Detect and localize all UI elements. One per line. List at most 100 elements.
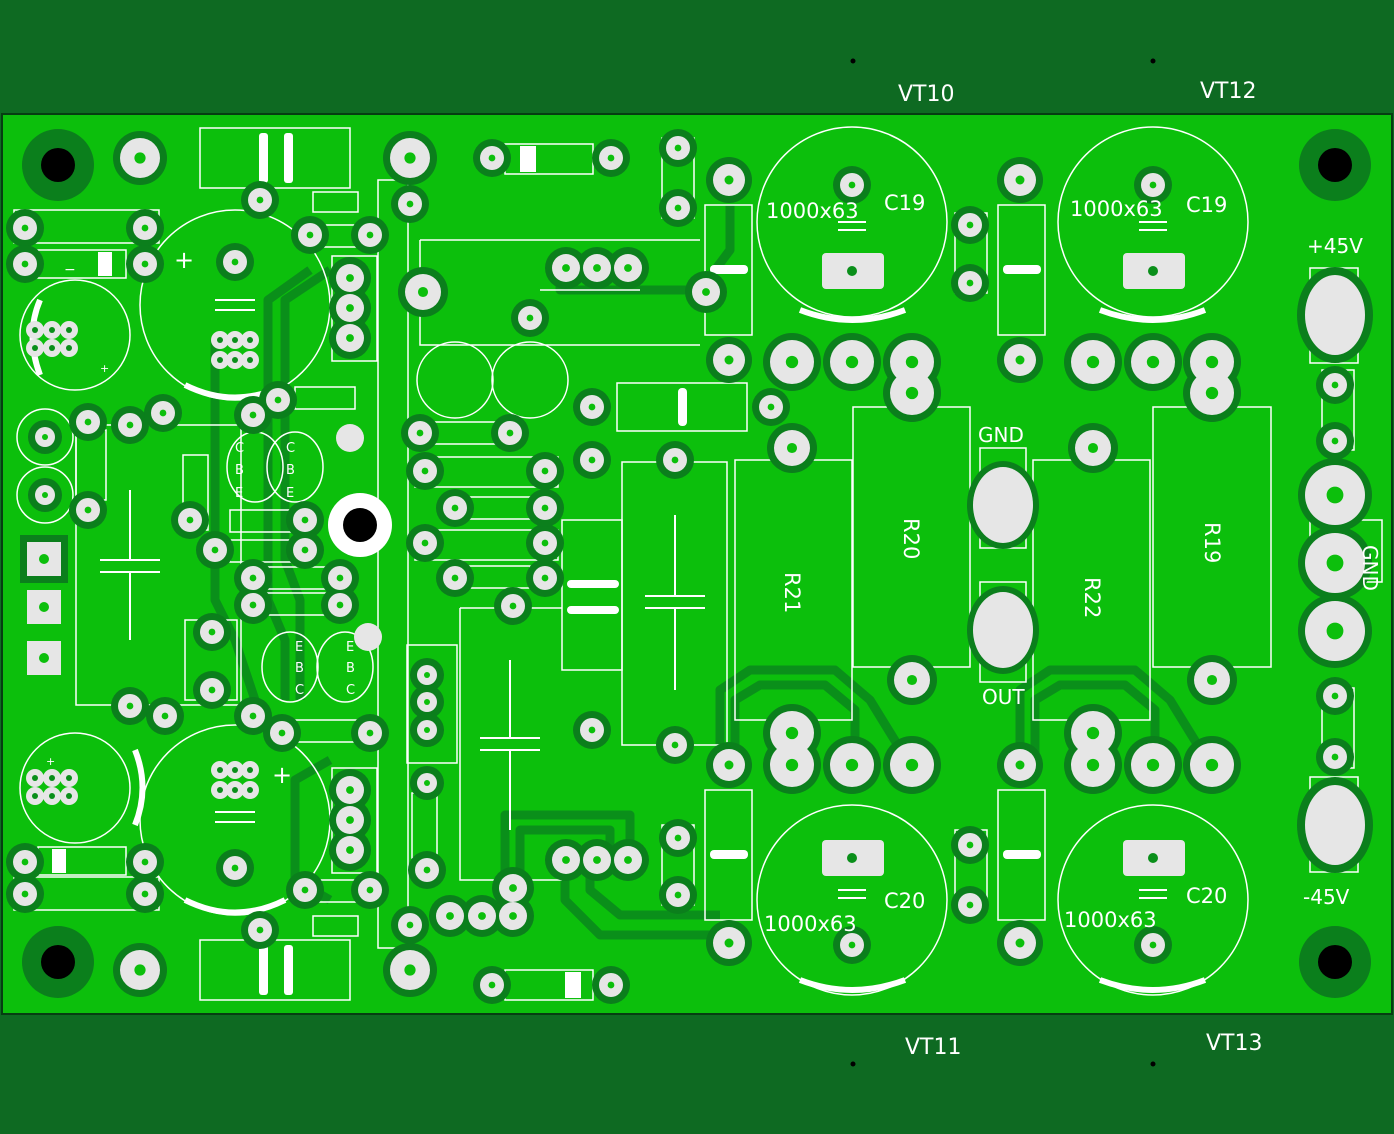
c19-value-label-2: 1000x63	[1070, 197, 1163, 221]
pad-hole	[424, 727, 430, 733]
pad-hole	[161, 712, 169, 720]
pad-hole	[509, 884, 517, 892]
cluster-hole	[32, 775, 38, 781]
neg-supply-label: -45V	[1303, 885, 1350, 909]
pad-hole	[966, 841, 974, 849]
polarity-minus: −	[64, 262, 76, 278]
cluster-hole	[66, 793, 72, 799]
r21-label: R21	[780, 572, 804, 613]
cluster-hole	[32, 793, 38, 799]
gnd-supply-label: GND	[1358, 545, 1382, 591]
pad-hole	[506, 429, 514, 437]
pad-hole	[724, 938, 734, 948]
pad-hole	[249, 601, 257, 609]
pad-hole	[1149, 941, 1157, 949]
pad-hole	[21, 890, 29, 898]
pad-hole	[249, 574, 257, 582]
pad-hole	[42, 492, 48, 498]
cluster-hole	[232, 357, 238, 363]
pad-hole	[346, 334, 354, 342]
pad-hole	[848, 941, 856, 949]
pad-hole	[1331, 437, 1339, 445]
pad-hole	[785, 726, 799, 740]
pad-hole	[1326, 554, 1344, 572]
component-bars	[52, 133, 1041, 998]
c19-ref-label: C19	[884, 191, 925, 215]
pad-hole	[702, 288, 710, 296]
pad-hole	[785, 758, 799, 772]
pad-hole	[966, 279, 974, 287]
c20-ref-label-2: C20	[1186, 884, 1227, 908]
pad-hole	[966, 901, 974, 909]
pad-hole	[134, 964, 146, 976]
pin-e: E	[235, 486, 243, 501]
pad-hole	[562, 856, 570, 864]
c19-ref-label-2: C19	[1186, 193, 1227, 217]
pad-hole	[406, 921, 414, 929]
pad-hole	[905, 758, 919, 772]
pad-hole	[336, 601, 344, 609]
pad-hole	[1326, 486, 1344, 504]
cluster-hole	[247, 357, 253, 363]
pad-hole	[905, 355, 919, 369]
terminal-pads	[967, 267, 1373, 873]
mounting-holes	[22, 129, 1371, 998]
cluster-hole	[232, 767, 238, 773]
cluster-hole	[232, 337, 238, 343]
pad-hole	[274, 396, 282, 404]
pad-hole	[1086, 355, 1100, 369]
pad-hole	[21, 224, 29, 232]
c19-value-label: 1000x63	[766, 199, 859, 223]
pad-hole	[366, 729, 374, 737]
pad-hole	[671, 741, 679, 749]
pad-hole	[126, 702, 134, 710]
cluster-hole	[217, 787, 223, 793]
pad-hole	[1086, 726, 1100, 740]
pin-e: E	[346, 640, 354, 655]
pad-hole	[159, 409, 167, 417]
label-vt12: VT12	[1200, 79, 1256, 104]
pad-hole	[306, 231, 314, 239]
pad-hole	[416, 429, 424, 437]
pad-hole	[624, 264, 632, 272]
pad-hole	[141, 260, 149, 268]
pad-hole	[406, 200, 414, 208]
pin-c: C	[295, 683, 304, 698]
pin-b: B	[295, 661, 304, 676]
pad-hole	[231, 864, 239, 872]
pad-hole	[1146, 758, 1160, 772]
pin-c: C	[235, 441, 244, 456]
pad-hole	[141, 224, 149, 232]
pad-hole	[786, 442, 798, 454]
pad-hole	[424, 699, 430, 705]
pin-e: E	[286, 486, 294, 501]
pad-hole	[134, 152, 146, 164]
c20-value-label-2: 1000x63	[1064, 908, 1157, 932]
pad-hole	[906, 674, 918, 686]
pad-hole	[1086, 758, 1100, 772]
pad-hole	[423, 866, 431, 874]
pad-hole	[541, 504, 549, 512]
cluster-hole	[49, 327, 55, 333]
cluster-hole	[217, 357, 223, 363]
cluster-hole	[247, 767, 253, 773]
polarity-plus: +	[46, 755, 55, 768]
pad-hole	[845, 758, 859, 772]
pad-hole	[231, 258, 239, 266]
cluster-hole	[217, 767, 223, 773]
pad-hole	[671, 456, 679, 464]
pad-hole	[624, 856, 632, 864]
pad-hole	[966, 221, 974, 229]
pad-hole	[1331, 381, 1339, 389]
cluster-hole	[66, 775, 72, 781]
marker-dot	[1150, 1061, 1156, 1067]
pad-hole	[424, 672, 430, 678]
pin-b: B	[346, 661, 355, 676]
pad-hole	[1015, 938, 1025, 948]
pad-hole	[424, 780, 430, 786]
pad-hole	[346, 274, 354, 282]
pad-hole	[404, 152, 416, 164]
pad-hole	[421, 467, 429, 475]
pad-hole	[845, 355, 859, 369]
cluster-hole	[49, 345, 55, 351]
